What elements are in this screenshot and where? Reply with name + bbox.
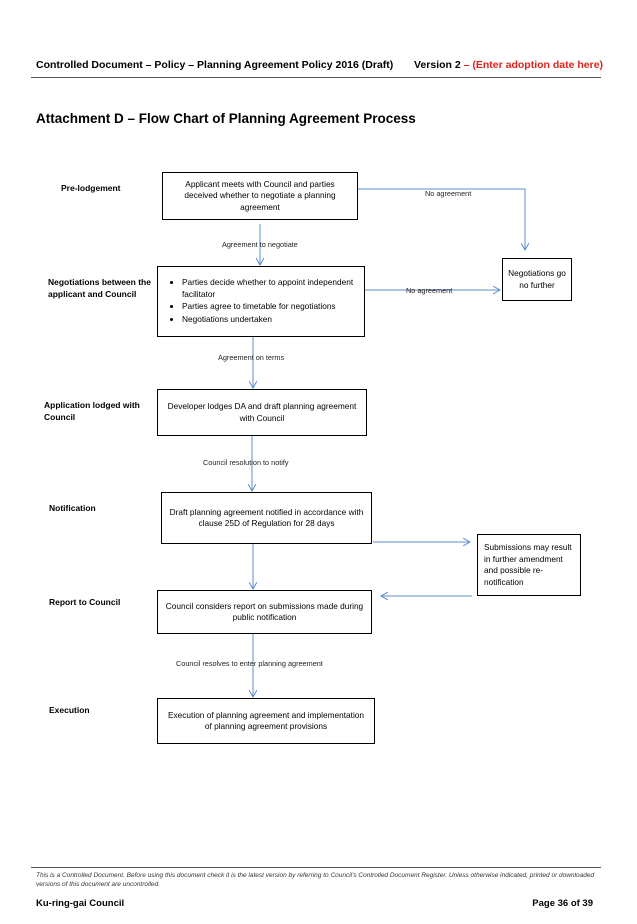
header-divider	[31, 77, 601, 78]
attachment-title: Attachment D – Flow Chart of Planning Ag…	[36, 111, 416, 126]
footer-page-number: Page 36 of 39	[532, 898, 593, 909]
flow-box-applicant-meets: Applicant meets with Council and parties…	[162, 172, 358, 220]
label-resolves-to-enter: Council resolves to enter planning agree…	[176, 659, 323, 668]
flow-box-council-considers: Council considers report on submissions …	[157, 590, 372, 634]
controlled-document-note: This is a Controlled Document. Before us…	[36, 872, 595, 888]
flow-box-no-further: Negotiations go no further	[502, 258, 572, 301]
label-resolution-to-notify: Council resolution to notify	[203, 458, 289, 467]
stage-label-execution: Execution	[49, 705, 90, 715]
label-agreement-to-negotiate: Agreement to negotiate	[222, 240, 298, 249]
flow-box-developer-lodges: Developer lodges DA and draft planning a…	[157, 389, 367, 436]
stage-label-pre-lodgement: Pre-lodgement	[61, 183, 121, 193]
flow-box-draft-notified: Draft planning agreement notified in acc…	[161, 492, 372, 544]
stage-label-negotiations: Negotiations between the applicant and C…	[48, 277, 151, 299]
arrow-box1-to-no-further	[357, 188, 525, 250]
footer-organisation: Ku-ring-gai Council	[36, 898, 125, 909]
stage-label-notification: Notification	[49, 503, 96, 513]
negotiation-step: Negotiations undertaken	[182, 314, 360, 326]
label-no-agreement-1: No agreement	[425, 189, 472, 198]
version-note: – (Enter adoption date here)	[460, 59, 604, 71]
version-label: Version 2	[414, 59, 461, 71]
negotiation-step: Parties decide whether to appoint indepe…	[182, 277, 360, 300]
flow-box-submissions: Submissions may result in further amendm…	[477, 534, 581, 596]
label-no-agreement-2: No agreement	[406, 286, 453, 295]
stage-label-report: Report to Council	[49, 597, 121, 607]
version-info: Version 2 – (Enter adoption date here)	[414, 59, 603, 71]
flow-box-negotiations: Parties decide whether to appoint indepe…	[157, 266, 365, 337]
footer-divider	[31, 867, 601, 868]
negotiation-steps-list: Parties decide whether to appoint indepe…	[162, 277, 360, 326]
document-header-title: Controlled Document – Policy – Planning …	[36, 59, 394, 71]
stage-label-application-lodged: Application lodged with Council	[44, 400, 140, 422]
flow-box-execution: Execution of planning agreement and impl…	[157, 698, 375, 744]
negotiation-step: Parties agree to timetable for negotiati…	[182, 301, 360, 313]
label-agreement-on-terms: Agreement on terms	[218, 353, 285, 362]
